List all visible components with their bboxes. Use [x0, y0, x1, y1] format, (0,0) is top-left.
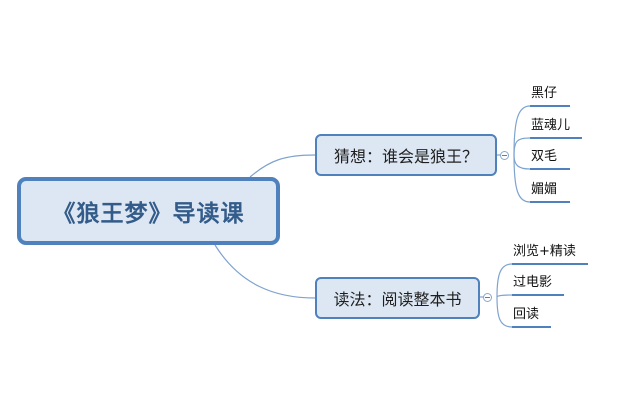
collapse-toggle-icon[interactable] — [500, 151, 509, 160]
connector-leaf-2-3 — [496, 296, 513, 328]
branch-topic-label: 读法：阅读整本书 — [333, 290, 462, 309]
leaf-topic[interactable]: 黑仔 — [531, 86, 558, 101]
leaf-topic[interactable]: 双毛 — [531, 149, 558, 164]
connector-leaf-1-1 — [513, 105, 531, 156]
connector-root-branch-1 — [249, 154, 316, 178]
connector-leaf-1-2 — [513, 137, 531, 156]
branch-topic-label: 猜想：谁会是狼王？ — [333, 147, 478, 166]
leaf-topic[interactable]: 过电影 — [513, 275, 553, 290]
branch-topic-guess[interactable]: 猜想：谁会是狼王？ — [315, 134, 497, 176]
connector-leaf-1-3 — [513, 154, 531, 170]
branch-topic-reading-method[interactable]: 读法：阅读整本书 — [315, 277, 480, 319]
leaf-topic[interactable]: 蓝魂儿 — [531, 118, 571, 133]
root-topic-label: 《狼王梦》导读课 — [52, 201, 245, 227]
leaf-topic[interactable]: 浏览+精读 — [513, 244, 576, 259]
connector-leaf-2-2 — [496, 294, 513, 298]
connector-root-branch-2 — [214, 244, 316, 299]
collapse-toggle-icon[interactable] — [483, 293, 492, 302]
leaf-topic[interactable]: 回读 — [513, 307, 540, 322]
connector-leaf-2-1 — [496, 263, 513, 298]
leaf-topic[interactable]: 媚媚 — [531, 182, 558, 197]
connector-leaf-1-4 — [513, 154, 531, 203]
root-topic[interactable]: 《狼王梦》导读课 — [17, 177, 280, 245]
